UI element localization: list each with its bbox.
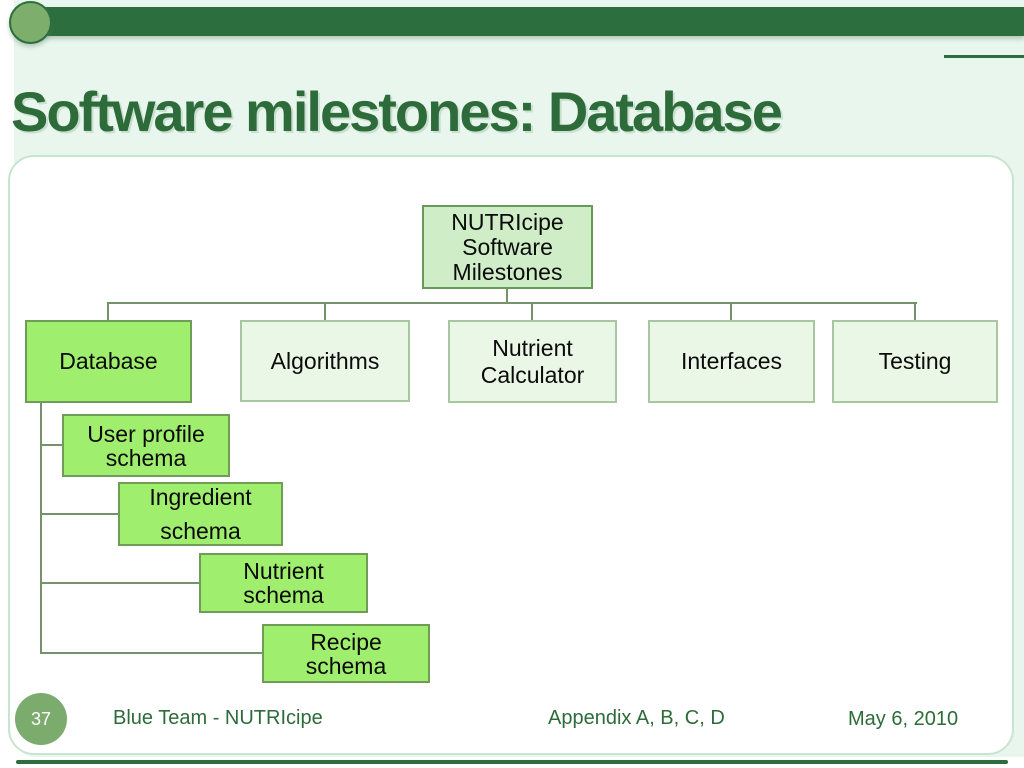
connector-database-trunk — [40, 403, 42, 654]
org-box-database: Database — [25, 320, 192, 403]
org-box-user-profile-schema: User profile schema — [62, 414, 230, 477]
org-box-algorithms: Algorithms — [240, 320, 410, 402]
org-box-ingredient-schema-label: Ingredient schema — [149, 484, 252, 544]
slide-title: Software milestones: Database — [11, 80, 783, 143]
org-box-recipe-schema-label: Recipe schema — [305, 628, 387, 679]
connector-stub-nutrient-calculator — [531, 304, 533, 320]
footer-right: May 6, 2010 — [848, 708, 959, 730]
org-box-testing: Testing — [832, 320, 998, 403]
org-box-root-label: NUTRIcipe Software Milestones — [451, 208, 564, 285]
org-box-algorithms-label: Algorithms — [270, 347, 380, 374]
connector-stub-recipe — [42, 652, 262, 654]
org-box-user-profile-schema-label: User profile schema — [87, 420, 205, 471]
top-accent-bar — [30, 7, 1024, 36]
connector-stub-ingredient — [42, 513, 118, 515]
org-box-recipe-schema: Recipe schema — [262, 624, 430, 683]
connector-stub-user-profile — [42, 444, 62, 446]
org-box-root: NUTRIcipe Software Milestones — [422, 205, 593, 289]
footer-left: Blue Team - NUTRIcipe — [113, 707, 323, 729]
org-box-nutrient-calculator-label: Nutrient Calculator — [480, 334, 585, 388]
org-box-testing-label: Testing — [878, 348, 952, 374]
org-box-database-label: Database — [59, 348, 158, 374]
connector-stub-algorithms — [324, 304, 326, 320]
footer-center: Appendix A, B, C, D — [548, 707, 725, 729]
org-box-nutrient-schema-label: Nutrient schema — [243, 558, 324, 608]
page-number: 37 — [30, 708, 52, 729]
org-box-interfaces: Interfaces — [648, 320, 815, 403]
top-accent-circle — [9, 1, 52, 44]
connector-bus — [107, 302, 917, 304]
connector-stub-testing — [914, 304, 916, 320]
bottom-accent-line — [16, 760, 1008, 764]
org-box-ingredient-schema: Ingredient schema — [118, 482, 283, 546]
connector-stub-database — [107, 304, 109, 320]
page-number-badge: 37 — [15, 693, 67, 745]
top-right-accent-line — [944, 55, 1024, 58]
connector-root-stub — [506, 289, 508, 303]
connector-stub-nutrient-schema — [42, 582, 199, 584]
org-box-nutrient-schema: Nutrient schema — [199, 553, 368, 613]
org-box-interfaces-label: Interfaces — [681, 348, 782, 374]
org-box-nutrient-calculator: Nutrient Calculator — [448, 320, 617, 403]
connector-stub-interfaces — [730, 304, 732, 320]
